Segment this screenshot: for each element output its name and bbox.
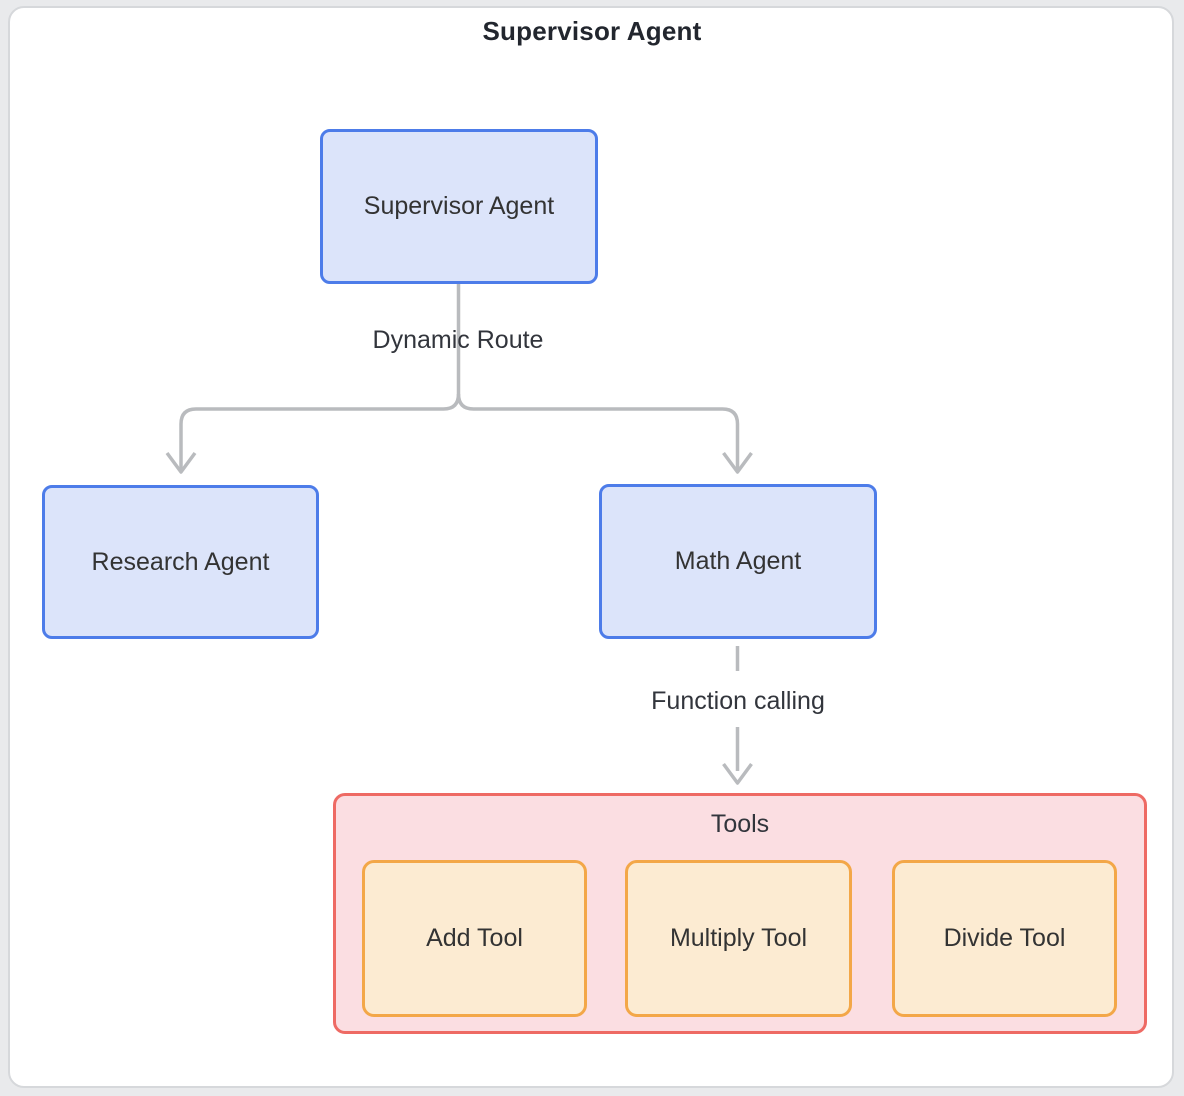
edge-label-function-calling: Function calling <box>651 687 825 715</box>
node-supervisor-agent: Supervisor Agent <box>320 129 598 284</box>
node-divide-tool: Divide Tool <box>892 860 1117 1017</box>
node-math-agent-label: Math Agent <box>674 547 802 575</box>
node-research-agent: Research Agent <box>42 485 319 639</box>
node-research-agent-label: Research Agent <box>91 547 270 576</box>
node-math-agent: Math Agent <box>599 484 877 639</box>
tools-title: Tools <box>710 810 770 838</box>
node-multiply-tool-label: Multiply Tool <box>669 924 808 952</box>
node-supervisor-agent-label: Supervisor Agent <box>363 192 555 220</box>
node-add-tool-label: Add Tool <box>426 924 523 952</box>
tools-container: Tools Add Tool Multiply Tool Divide Tool <box>333 793 1147 1034</box>
diagram-title: Supervisor Agent <box>482 16 702 46</box>
edge-label-dynamic-route: Dynamic Route <box>372 326 544 354</box>
node-add-tool: Add Tool <box>362 860 587 1017</box>
node-divide-tool-label: Divide Tool <box>943 924 1066 952</box>
node-multiply-tool: Multiply Tool <box>625 860 852 1017</box>
